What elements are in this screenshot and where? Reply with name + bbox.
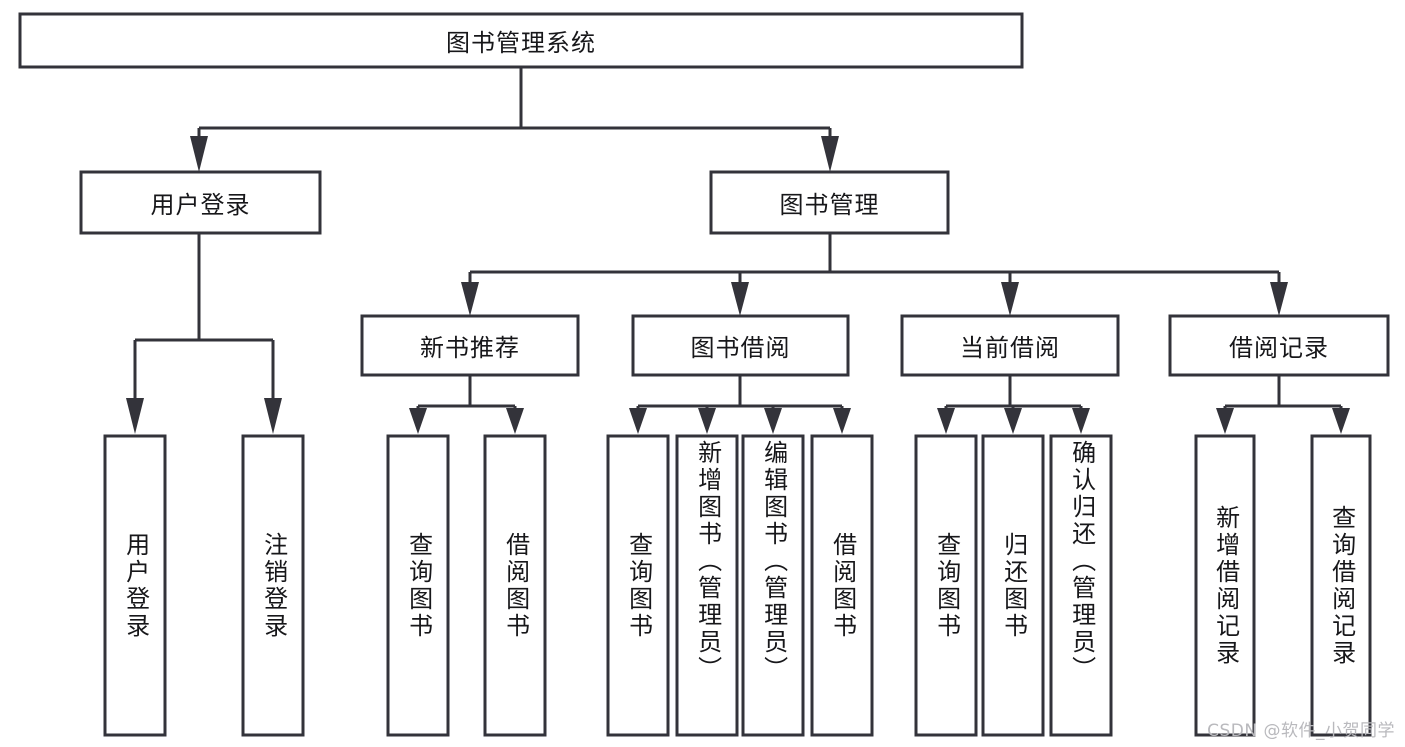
- node-box-user-login[interactable]: [79, 170, 322, 235]
- arrow-head-book-manage: [821, 136, 839, 172]
- node-box-root[interactable]: [18, 12, 1024, 69]
- node-box-query-book-2[interactable]: [606, 434, 670, 737]
- node-box-user-login-leaf[interactable]: [103, 434, 167, 737]
- node-box-return-book[interactable]: [981, 434, 1045, 737]
- arrow-head-user-login-leaf: [126, 398, 144, 434]
- arrow-head-return-book: [1004, 408, 1022, 434]
- connector-group-borrow-record: [1216, 375, 1350, 434]
- arrow-head-edit-book-admin: [764, 408, 782, 434]
- connector-group-user-login: [126, 233, 282, 434]
- arrow-head-current-borrow: [1001, 282, 1019, 316]
- node-box-query-book-3[interactable]: [914, 434, 978, 737]
- arrow-head-confirm-return-admin: [1072, 408, 1090, 434]
- arrow-head-add-book-admin: [698, 408, 716, 434]
- arrow-head-borrow-book-2: [833, 408, 851, 434]
- node-box-current-borrow[interactable]: [900, 314, 1120, 377]
- arrow-head-user-login: [190, 136, 208, 172]
- node-box-borrow-book-1[interactable]: [483, 434, 547, 737]
- arrow-head-query-book-2: [629, 408, 647, 434]
- node-box-edit-book-admin[interactable]: [741, 434, 805, 737]
- node-box-add-borrow-record[interactable]: [1194, 434, 1256, 737]
- node-box-add-book-admin[interactable]: [675, 434, 739, 737]
- node-box-query-book-1[interactable]: [386, 434, 450, 737]
- connector-group-new-book-recommend: [409, 375, 524, 434]
- connector-group-book-manage: [461, 233, 1288, 316]
- arrow-head-query-book-3: [937, 408, 955, 434]
- node-box-book-manage[interactable]: [709, 170, 950, 235]
- arrow-head-book-borrow: [731, 282, 749, 316]
- arrow-head-new-book-recommend: [461, 282, 479, 316]
- arrow-head-add-borrow-record: [1216, 408, 1234, 434]
- node-box-confirm-return-admin[interactable]: [1049, 434, 1113, 737]
- node-box-query-borrow-record[interactable]: [1310, 434, 1372, 737]
- arrow-head-user-logout-leaf: [264, 398, 282, 434]
- arrow-head-query-borrow-record: [1332, 408, 1350, 434]
- node-box-borrow-book-2[interactable]: [810, 434, 874, 737]
- arrow-head-borrow-record: [1270, 282, 1288, 316]
- arrow-head-borrow-book-1: [506, 408, 524, 434]
- connector-group-root: [190, 67, 839, 172]
- arrow-head-query-book-1: [409, 408, 427, 434]
- connector-group-current-borrow: [937, 375, 1090, 434]
- node-box-borrow-record[interactable]: [1168, 314, 1390, 377]
- node-box-new-book-recommend[interactable]: [360, 314, 580, 377]
- node-box-book-borrow[interactable]: [631, 314, 850, 377]
- connector-group-book-borrow: [629, 375, 851, 434]
- node-box-user-logout-leaf[interactable]: [241, 434, 305, 737]
